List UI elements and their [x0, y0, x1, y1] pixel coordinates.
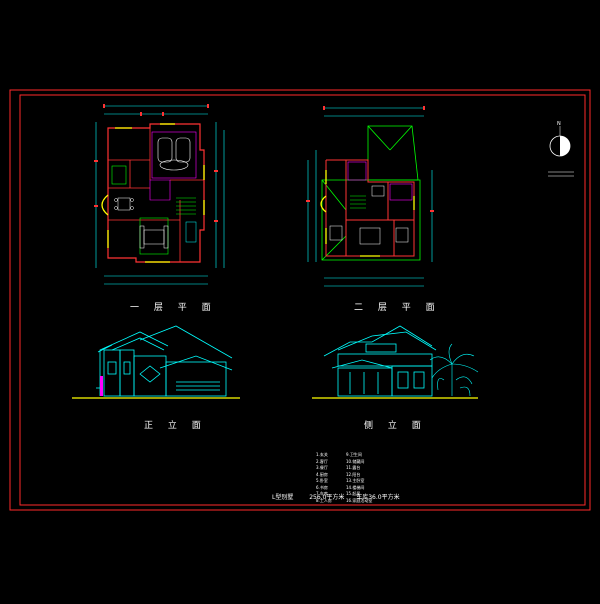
first-floor-plan: [94, 104, 225, 285]
legend-item: 7.车库: [316, 491, 328, 496]
north-letter: N: [557, 121, 561, 127]
legend-item: 6.书房: [316, 484, 328, 490]
second-floor-title: 二 层 平 面: [354, 302, 441, 313]
legend-col-left: 1.玄关 2.客厅 3.餐厅 4.厨房 5.卧室 6.书房 7.车库 8.工人房: [316, 452, 332, 504]
legend-item: 13.主卧室: [346, 478, 365, 483]
legend-item: 2.客厅: [316, 458, 328, 464]
front-elevation-title: 正 立 面: [144, 419, 207, 431]
garage-area: 车库36.0平方米: [356, 494, 400, 501]
first-floor-title: 一 层 平 面: [130, 302, 217, 313]
legend-item: 1.玄关: [316, 452, 328, 457]
legend-item: 12.阳台: [346, 471, 361, 477]
second-floor-plan: [306, 106, 434, 287]
legend-item: 4.厨房: [316, 471, 328, 477]
legend-item: 5.卧室: [316, 478, 328, 483]
side-elevation: [312, 325, 478, 399]
palm-tree-icon: [429, 343, 479, 397]
north-arrow-icon: [548, 126, 574, 177]
legend-item: 3.餐厅: [316, 465, 328, 470]
area-summary: L型别墅 256.0平方米 车库36.0平方米: [272, 492, 400, 501]
outer-frame: [9, 89, 591, 511]
legend-item: 9.卫生间: [346, 452, 362, 457]
inner-frame: [19, 94, 586, 506]
legend-item: 15.起居: [346, 491, 361, 496]
legend-item: 8.工人房: [316, 497, 332, 503]
legend-col-right: 9.卫生间 10.储藏间 11.露台 12.阳台 13.主卧室 14.楼梯间 1…: [346, 452, 372, 504]
front-elevation: [72, 325, 240, 399]
legend-item: 11.露台: [346, 465, 361, 470]
house-type: L型别墅: [272, 494, 294, 501]
total-area: 256.0平方米: [309, 494, 345, 501]
legend-item: 16.家庭活动室: [346, 497, 373, 503]
legend-item: 14.楼梯间: [346, 484, 365, 490]
side-elevation-title: 侧 立 面: [364, 419, 427, 431]
legend-item: 10.储藏间: [346, 458, 365, 464]
